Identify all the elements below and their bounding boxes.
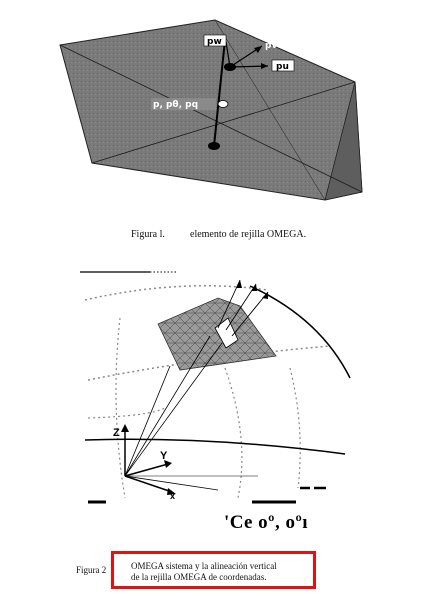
x-arrowhead (167, 488, 176, 495)
grid-column-element (214, 317, 239, 349)
figure-2-caption-text: OMEGA sistema y la alineación vertical d… (131, 561, 311, 583)
latitude-arc (87, 407, 166, 419)
radial-line (124, 342, 223, 477)
coordinate-scrawl: 'Ce oº, oºı (224, 512, 309, 533)
globe-outer-arc (249, 285, 351, 379)
y-axis (124, 463, 169, 477)
slab-side-face (324, 81, 363, 201)
omega-grid-panel (157, 297, 277, 371)
normal-arrow (225, 283, 257, 331)
axis-label-x: x (170, 491, 175, 501)
label-pw: pw (207, 37, 222, 47)
figure-1-caption-number: Figura l. (131, 229, 165, 240)
label-pu: pu (276, 62, 289, 72)
caption-highlight-box (111, 551, 316, 589)
arrowhead (236, 280, 242, 288)
slab-diagonal (91, 81, 356, 164)
label-pv: pv (265, 41, 277, 51)
latitude-arc (87, 345, 331, 381)
figure-1-diagram: pw pv pu p, pθ, pq (59, 19, 363, 201)
bottom-node (208, 142, 220, 150)
longitude-arc (224, 367, 243, 499)
arrow-pw (225, 41, 231, 68)
radial-line (124, 365, 171, 477)
arrowhead (261, 63, 268, 69)
axis-label-z: Z (113, 427, 120, 439)
ground-line (124, 475, 219, 491)
slab-diagonal (214, 19, 326, 201)
vertical-axis (213, 39, 226, 147)
label-middle: p, pθ, pq (153, 100, 198, 110)
figure-1-caption-text: elemento de rejilla OMEGA. (190, 229, 307, 240)
figure-2-diagram: Z Y x (80, 271, 351, 504)
longitude-arc (289, 367, 301, 489)
normal-arrow (231, 291, 269, 337)
x-axis (124, 475, 173, 493)
z-arrowhead (121, 424, 129, 432)
y-arrowhead (164, 460, 172, 468)
figure-2-caption-line-2: de la rejilla OMEGA de coordenadas. (131, 572, 267, 582)
figure-2-caption-line-1: OMEGA sistema y la alineación vertical (131, 561, 277, 571)
arrowhead (262, 292, 268, 299)
middle-node (217, 100, 229, 108)
slab-diagonal (59, 44, 363, 193)
arrowhead (254, 46, 262, 53)
arrowhead (251, 284, 257, 291)
longitude-arc (115, 317, 126, 499)
equator-line (84, 438, 346, 455)
axis-label-y: Y (160, 450, 168, 462)
radial-line (124, 335, 211, 477)
figure-2-caption-number: Figura 2 (76, 565, 107, 575)
